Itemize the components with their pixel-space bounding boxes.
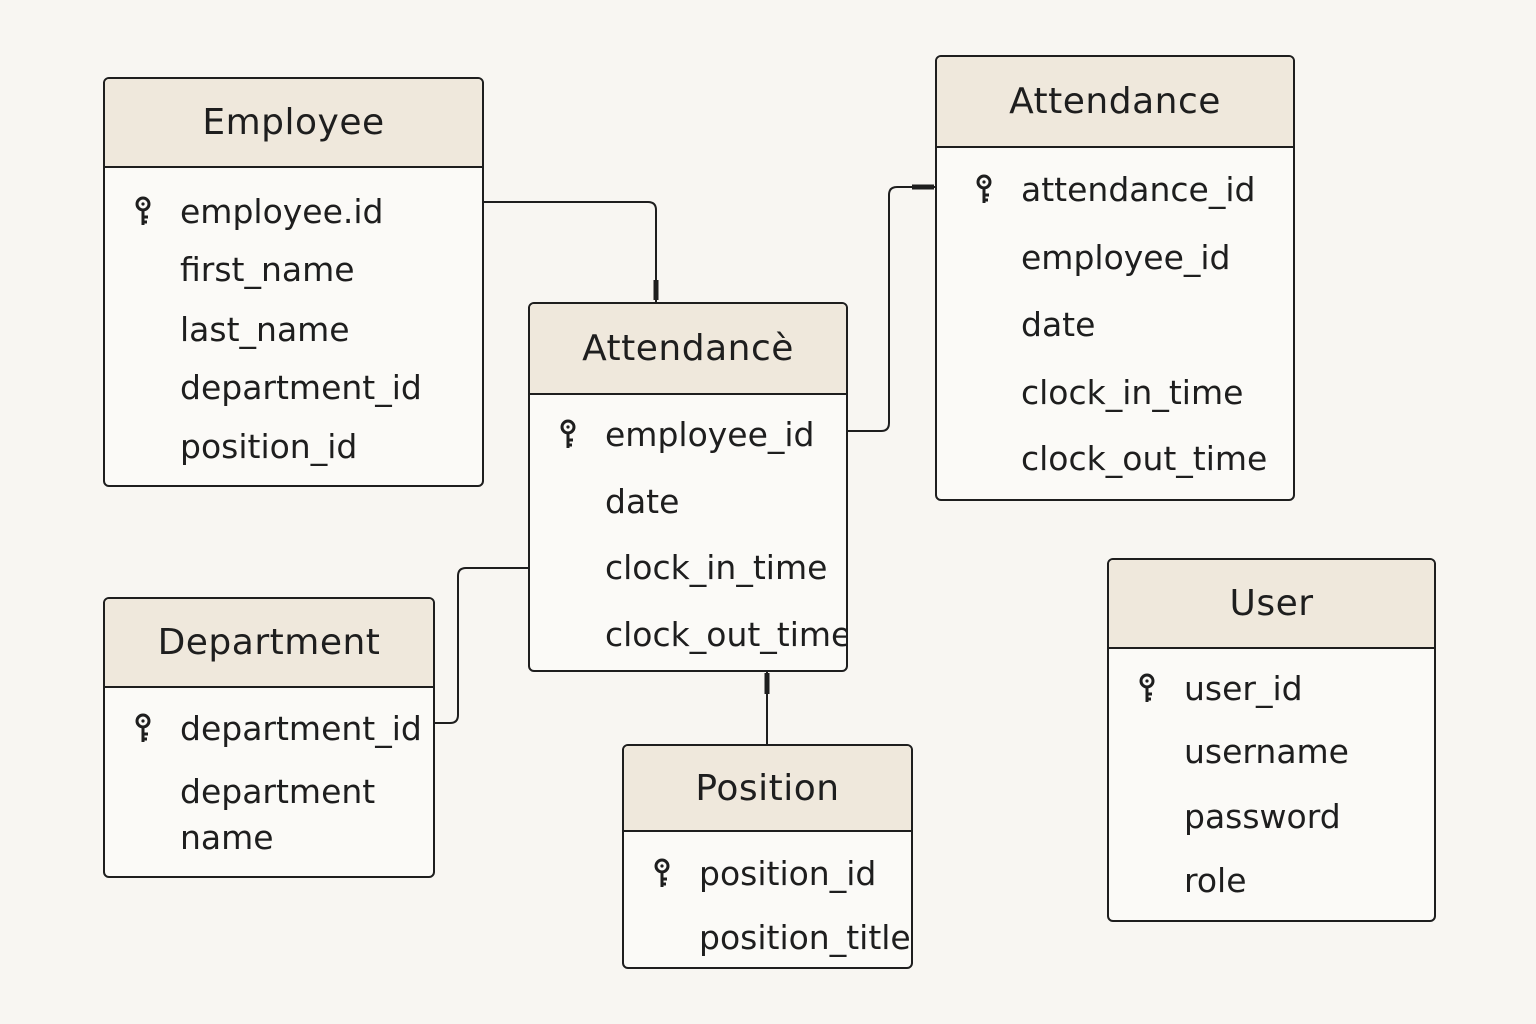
field-name: department_id [180,709,422,748]
employee-table-title: Employee [105,79,482,168]
position-table-title: Position [624,746,911,832]
field-name: clock_in_time [605,548,828,587]
field-name: department_id [180,368,422,407]
field-name: date [1021,305,1096,344]
field-row[interactable]: date [530,477,846,527]
field-name: department name [180,772,376,857]
department-table-title: Department [105,599,433,688]
field-name: clock_out_time [1021,439,1268,478]
field-row[interactable]: employee_id [530,410,846,460]
field-name: attendance_id [1021,170,1256,209]
field-name: date [605,482,680,521]
field-name: employee.id [180,192,384,231]
field-name: clock_in_time [1021,373,1244,412]
field-name: user_id [1184,669,1303,708]
field-row[interactable]: attendance_id [937,165,1293,215]
field-row[interactable]: clock_in_time [937,368,1293,418]
field-row[interactable]: clock_out_time [530,610,846,660]
field-name: employee_id [1021,238,1231,277]
field-row[interactable]: employee_id [937,233,1293,283]
field-name: username [1184,732,1349,771]
field-row[interactable]: clock_in_time [530,543,846,593]
position-table[interactable]: Position position_id position_title [622,744,913,969]
field-row[interactable]: clock_out_time [937,434,1293,484]
field-name: first_name [180,250,355,289]
field-row[interactable]: position_id [105,422,482,472]
field-name: employee_id [605,415,815,454]
key-icon [1139,673,1155,702]
field-row[interactable]: department_id [105,704,433,754]
attendance-right-table-title: Attendance [937,57,1293,148]
connector-attendance-attendance [848,186,935,432]
field-name: password [1184,797,1341,836]
field-row[interactable]: last_name [105,305,482,355]
field-row[interactable]: role [1109,856,1434,906]
key-icon [560,419,576,448]
attendance-center-table-title: Attendancè [530,304,846,395]
user-table[interactable]: User user_id username password role [1107,558,1436,922]
field-name: position_id [180,427,358,466]
connector-employee-attendance [484,201,657,302]
department-table[interactable]: Department department_id department name [103,597,435,878]
key-icon [135,196,151,225]
field-row[interactable]: department name [105,769,433,857]
user-table-title: User [1109,560,1434,649]
field-row[interactable]: user_id [1109,664,1434,714]
field-name: clock_out_time [605,615,848,654]
field-row[interactable]: employee.id [105,187,482,237]
key-icon [135,713,151,742]
field-row[interactable]: username [1109,727,1434,777]
field-row[interactable]: position_id [624,849,911,899]
field-name: role [1184,861,1247,900]
field-name: position_title [699,918,911,957]
key-icon [654,858,670,887]
field-name: position_id [699,854,877,893]
key-icon [976,174,992,203]
field-row[interactable]: password [1109,792,1434,842]
field-row[interactable]: date [937,300,1293,350]
field-name: last_name [180,310,350,349]
field-row[interactable]: position_title [624,913,911,963]
connector-department-attendance [435,567,528,724]
field-row[interactable]: first_name [105,245,482,295]
field-row[interactable]: department_id [105,363,482,413]
